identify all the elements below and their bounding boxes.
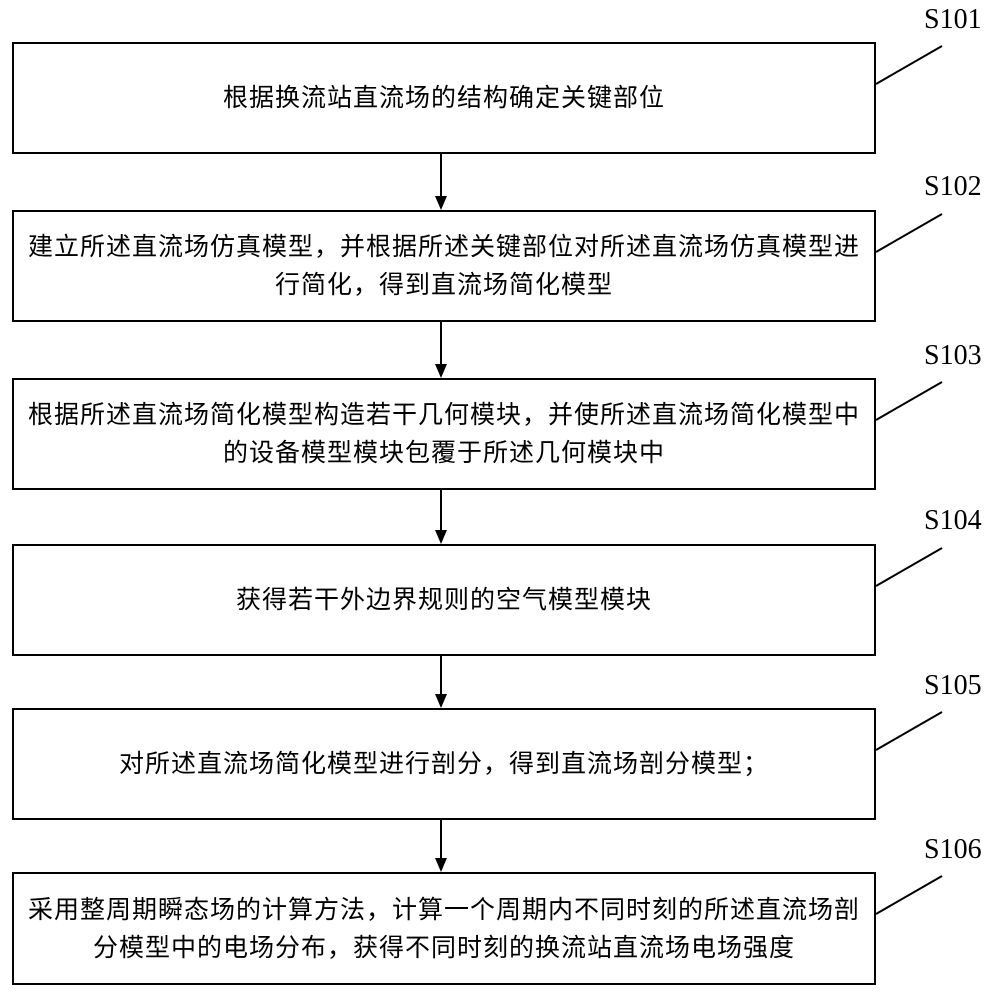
step-label-s101: S101 [924, 4, 982, 35]
leader-line-s101 [875, 45, 943, 85]
step-box-s105: 对所述直流场简化模型进行剖分，得到直流场剖分模型； [12, 708, 876, 820]
step-box-s106: 采用整周期瞬态场的计算方法，计算一个周期内不同时刻的所述直流场剖分模型中的电场分… [12, 872, 876, 985]
step-label-s105: S105 [924, 670, 982, 701]
step-text-s101: 根据换流站直流场的结构确定关键部位 [222, 83, 665, 112]
step-text-s102: 建立所述直流场仿真模型，并根据所述关键部位对所述直流场仿真模型进行简化，得到直流… [27, 232, 860, 299]
arrowhead-s104 [435, 530, 447, 544]
step-label-s102: S102 [924, 171, 982, 202]
step-text-s105: 对所述直流场简化模型进行剖分，得到直流场剖分模型； [118, 749, 769, 778]
arrowhead-s106 [435, 858, 447, 872]
arrowhead-s105 [435, 694, 447, 708]
step-box-s102: 建立所述直流场仿真模型，并根据所述关键部位对所述直流场仿真模型进行简化，得到直流… [12, 210, 876, 322]
leader-line-s102 [875, 213, 943, 253]
step-text-s104: 获得若干外边界规则的空气模型模块 [235, 585, 652, 614]
arrowhead-s103 [435, 364, 447, 378]
arrowhead-s102 [435, 196, 447, 210]
step-box-s103: 根据所述直流场简化模型构造若干几何模块，并使所述直流场简化模型中的设备模型模块包… [12, 378, 876, 490]
leader-line-s106 [875, 875, 943, 915]
leader-line-s103 [875, 381, 943, 421]
leader-line-s104 [875, 547, 943, 587]
step-box-s104: 获得若干外边界规则的空气模型模块 [12, 544, 876, 656]
step-box-s101: 根据换流站直流场的结构确定关键部位 [12, 42, 876, 154]
step-label-s104: S104 [924, 505, 982, 536]
step-text-s103: 根据所述直流场简化模型构造若干几何模块，并使所述直流场简化模型中的设备模型模块包… [27, 400, 860, 467]
step-label-s106: S106 [924, 834, 982, 865]
step-text-s106: 采用整周期瞬态场的计算方法，计算一个周期内不同时刻的所述直流场剖分模型中的电场分… [27, 894, 860, 962]
step-label-s103: S103 [924, 340, 982, 371]
leader-line-s105 [875, 711, 943, 751]
